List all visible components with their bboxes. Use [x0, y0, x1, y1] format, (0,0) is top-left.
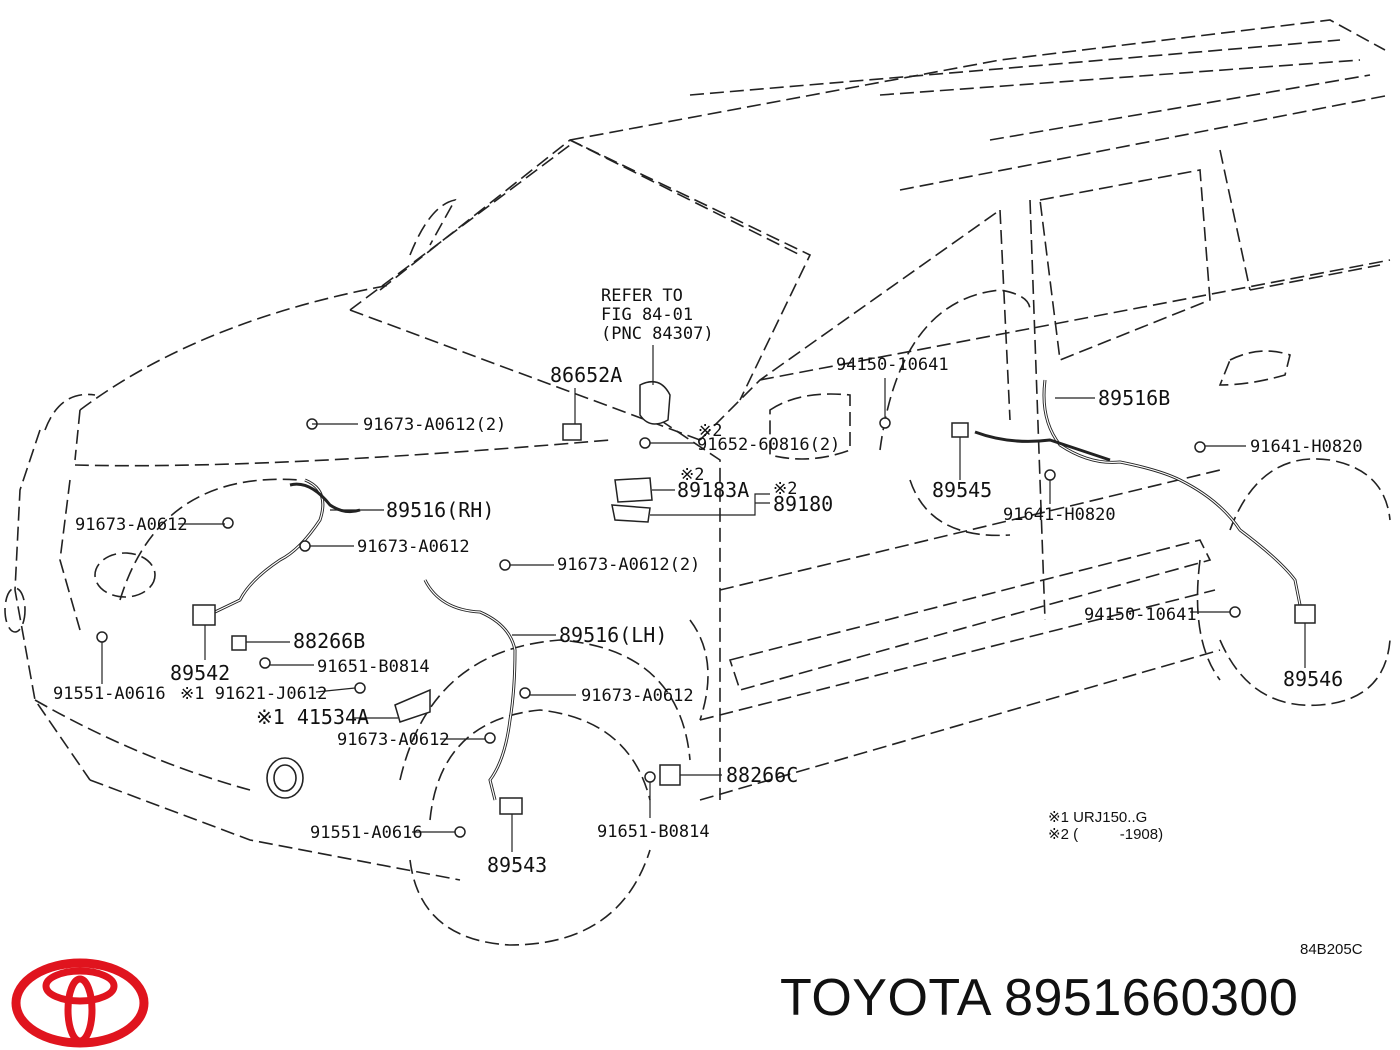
- part-label: 91651-B0814: [317, 657, 430, 677]
- part-label: ※2: [773, 479, 797, 499]
- part-label: 89180: [773, 492, 833, 516]
- brand-part-number: TOYOTA 8951660300: [780, 969, 1299, 1027]
- logo-rings: [11, 958, 149, 1048]
- wiring-harnesses: [214, 379, 1302, 801]
- footnote-1: ※1 URJ150..G: [1048, 809, 1147, 826]
- bracket-88266b: [231, 635, 247, 651]
- part-label: 88266C: [726, 763, 798, 787]
- refer-note: REFER TO FIG 84-01 (PNC 84307): [601, 286, 714, 344]
- part-label: 91673-A0612: [75, 515, 188, 535]
- part-label: 89543: [487, 853, 547, 877]
- part-label: 91651-B0814: [597, 822, 710, 842]
- part-label: 91673-A0612(2): [363, 415, 506, 435]
- footnotes: ※1 URJ150..G ※2 ( -1908): [1048, 809, 1163, 843]
- part-label: 91673-A0612: [337, 730, 450, 750]
- part-label: 91652-60816(2): [697, 435, 840, 455]
- part-label: 94150-10641: [836, 355, 949, 375]
- refer-note-line-2: FIG 84-01: [601, 305, 693, 325]
- part-label: 91551-A0616: [310, 823, 423, 843]
- part-label: 88266B: [293, 629, 365, 653]
- bracket-89183a: [614, 477, 653, 503]
- sensor-84307: [639, 380, 671, 425]
- part-label: 91673-A0612(2): [557, 555, 700, 575]
- part-label: 89545: [932, 478, 992, 502]
- part-label: ※2: [698, 421, 722, 441]
- refer-note-line-1: REFER TO: [601, 286, 683, 306]
- part-labels: 86652A 91673-A0612(2) ※2 91652-60816(2) …: [53, 355, 1363, 877]
- part-label: 89516B: [1098, 386, 1170, 410]
- part-label: 91673-A0612: [581, 686, 694, 706]
- part-label: 86652A: [550, 363, 622, 387]
- toyota-logo-icon: [11, 958, 149, 1048]
- figure-code: 84B205C: [1300, 941, 1363, 958]
- connector-86652a: [562, 423, 582, 441]
- part-label: 91551-A0616: [53, 684, 166, 704]
- part-label: 89542: [170, 661, 230, 685]
- part-label: 89516(LH): [559, 623, 667, 647]
- sensor-89543: [499, 797, 523, 815]
- bracket-88266c: [659, 764, 681, 786]
- part-label: 89183A: [677, 478, 749, 502]
- part-label: ※2: [680, 465, 704, 485]
- connector-89545: [951, 422, 969, 438]
- leader-lines: [101, 345, 1306, 852]
- part-label: 91641-H0820: [1003, 505, 1116, 525]
- part-label: 89546: [1283, 667, 1343, 691]
- sensor-89546: [1294, 604, 1316, 624]
- vehicle-outline: [4, 19, 1391, 946]
- part-label: ※1 41534A: [256, 705, 369, 729]
- refer-note-line-3: (PNC 84307): [601, 324, 714, 344]
- bracket-41534a: [394, 688, 431, 723]
- bracket-89180: [611, 504, 651, 523]
- sensor-89542: [192, 604, 216, 626]
- part-label: 94150-10641: [1084, 605, 1197, 625]
- part-label: ※1 91621-J0612: [180, 684, 327, 704]
- part-label: 89516(RH): [386, 498, 494, 522]
- footnote-2: ※2 ( -1908): [1048, 826, 1163, 843]
- parts: [96, 380, 1316, 838]
- part-label: 91673-A0612: [357, 537, 470, 557]
- part-label: 91641-H0820: [1250, 437, 1363, 457]
